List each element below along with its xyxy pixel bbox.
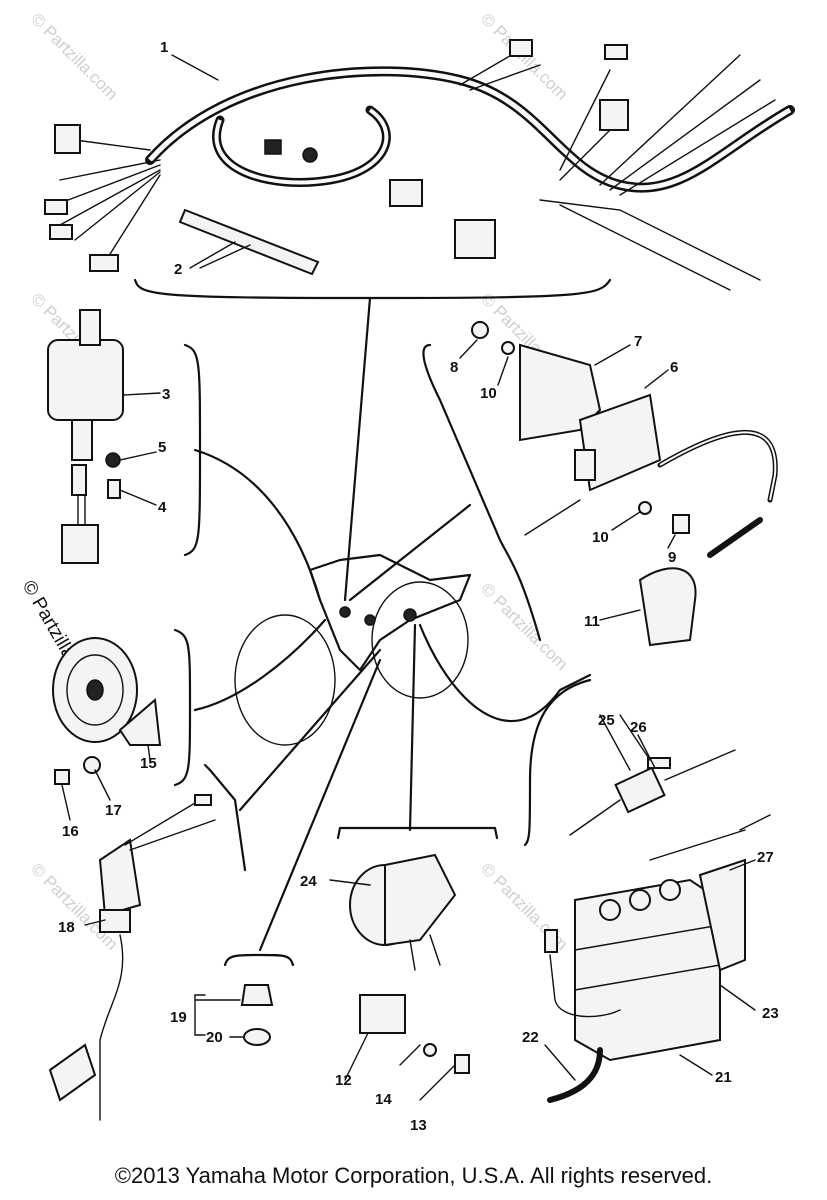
callout-11: 11 bbox=[584, 613, 600, 630]
connector-icon bbox=[54, 124, 81, 154]
callout-23: 23 bbox=[762, 1005, 779, 1022]
watermark-layer: © Partzilla.com © Partzilla.com © Partzi… bbox=[18, 9, 572, 953]
callout-20: 20 bbox=[206, 1029, 223, 1046]
flasher-relay bbox=[359, 994, 470, 1074]
callout-12: 12 bbox=[335, 1072, 352, 1089]
main-switch bbox=[47, 309, 124, 564]
callout-14: 14 bbox=[375, 1091, 392, 1108]
callout-21: 21 bbox=[715, 1069, 732, 1086]
horn bbox=[52, 637, 162, 785]
fuse-holder bbox=[569, 714, 736, 836]
callout-8: 8 bbox=[450, 359, 458, 376]
callout-6: 6 bbox=[670, 359, 678, 376]
callout-10: 10 bbox=[592, 529, 609, 546]
stop-switch bbox=[48, 794, 216, 1121]
fitting bbox=[240, 984, 274, 1046]
callout-26: 26 bbox=[630, 719, 647, 736]
callout-24: 24 bbox=[300, 873, 317, 890]
callout-18: 18 bbox=[58, 919, 75, 936]
callout-leaders bbox=[61, 54, 756, 1101]
wire-harness bbox=[44, 39, 795, 291]
callout-2: 2 bbox=[174, 261, 182, 278]
copyright-notice: ©2013 Yamaha Motor Corporation, U.S.A. A… bbox=[114, 1163, 713, 1188]
callout-4: 4 bbox=[158, 499, 167, 516]
callout-9: 9 bbox=[668, 549, 676, 566]
battery bbox=[544, 814, 771, 1103]
callout-1: 1 bbox=[160, 39, 168, 56]
rectifier-regulator bbox=[349, 853, 457, 971]
wire-strap bbox=[178, 208, 320, 276]
callout-13: 13 bbox=[410, 1117, 427, 1134]
watermark-text: © Partzilla.com bbox=[27, 9, 121, 103]
ignition-coil-assembly bbox=[471, 321, 778, 647]
callout-3: 3 bbox=[162, 386, 170, 403]
callout-5: 5 bbox=[158, 439, 166, 456]
callout-22: 22 bbox=[522, 1029, 539, 1046]
connector-icon bbox=[454, 219, 496, 259]
callout-27: 27 bbox=[757, 849, 774, 866]
callout-7: 7 bbox=[634, 333, 642, 350]
callout-19: 19 bbox=[170, 1009, 187, 1026]
callout-17: 17 bbox=[105, 802, 122, 819]
callout-15: 15 bbox=[140, 755, 157, 772]
callout-25: 25 bbox=[598, 712, 615, 729]
frame-outline bbox=[234, 553, 472, 746]
callout-16: 16 bbox=[62, 823, 79, 840]
callout-10: 10 bbox=[480, 385, 497, 402]
callout-labels: 1 2 3 4 5 6 7 8 9 10 10 11 12 13 14 15 1… bbox=[58, 39, 779, 1134]
